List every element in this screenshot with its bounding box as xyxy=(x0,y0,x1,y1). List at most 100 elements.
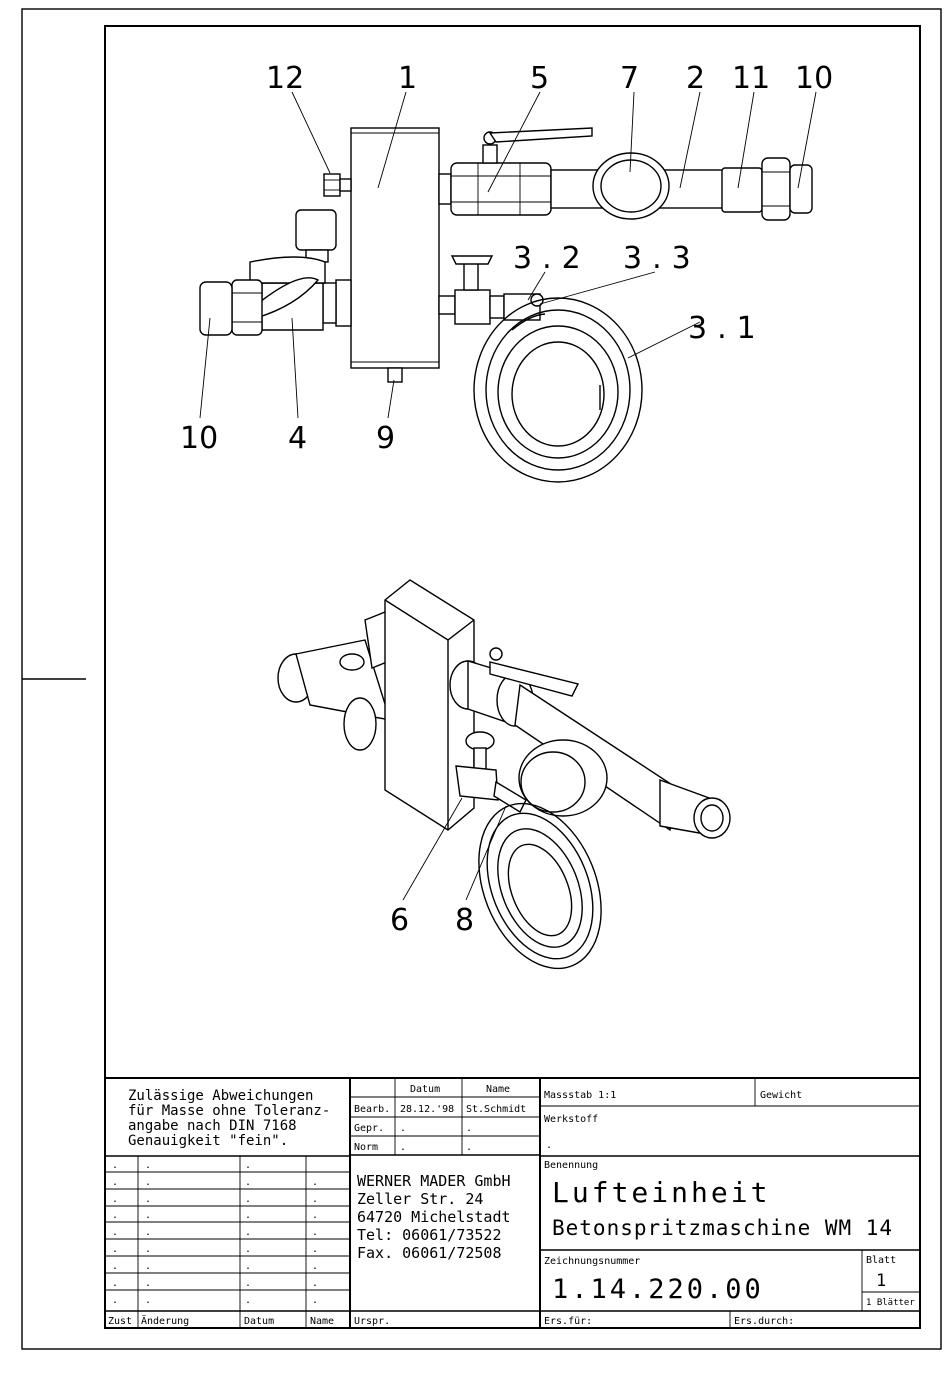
rev-dot: . xyxy=(145,1160,151,1171)
iso-ring xyxy=(518,739,608,817)
werkstoff-value: . xyxy=(546,1140,552,1151)
rev-dot: . xyxy=(145,1210,151,1221)
massstab-label: Massstab 1:1 xyxy=(544,1090,616,1101)
rev-dot: . xyxy=(245,1160,251,1171)
rev-dot: . xyxy=(245,1210,251,1221)
drawing-number: 1.14.220.00 xyxy=(552,1274,764,1305)
ring-part-7 xyxy=(592,152,670,220)
rev-dot: . xyxy=(312,1177,318,1188)
company-line-3: 64720 Michelstadt xyxy=(357,1208,511,1226)
nut-part-10-right xyxy=(761,157,791,221)
callout-3-2: 3.2 xyxy=(513,241,591,276)
housing-part-1 xyxy=(350,127,440,369)
top-view-assembly xyxy=(199,91,817,483)
rev-dot: . xyxy=(245,1295,251,1306)
callout-7: 7 xyxy=(620,61,639,96)
drain-part-9 xyxy=(387,367,403,383)
urspr-label: Urspr. xyxy=(354,1316,390,1327)
rev-dot: . xyxy=(112,1295,118,1306)
company-line-5: Fax. 06061/72508 xyxy=(357,1244,502,1262)
ers-fuer-label: Ers.für: xyxy=(544,1316,592,1327)
rev-dot: . xyxy=(112,1160,118,1171)
drawing-title-line-2: Betonspritzmaschine WM 14 xyxy=(552,1216,893,1240)
rev-dot: . xyxy=(145,1177,151,1188)
approval-bearb-name: St.Schmidt xyxy=(466,1104,526,1115)
rev-dot: . xyxy=(312,1278,318,1289)
fitting-part-12 xyxy=(323,173,341,197)
tolerance-line-3: angabe nach DIN 7168 xyxy=(128,1118,297,1134)
rev-header-datum: Datum xyxy=(244,1316,274,1327)
rev-dot: . xyxy=(145,1295,151,1306)
rev-dot: . xyxy=(112,1210,118,1221)
rev-dot: . xyxy=(145,1194,151,1205)
approval-table: Datum Name Bearb. 28.12.'98 St.Schmidt G… xyxy=(350,1078,540,1156)
drawing-title-line-1: Lufteinheit xyxy=(552,1176,770,1209)
rev-dot: . xyxy=(245,1278,251,1289)
rev-dot: . xyxy=(112,1244,118,1255)
approval-gepr-datum: . xyxy=(400,1123,406,1134)
zeichnungsnummer-label: Zeichnungsnummer xyxy=(544,1256,640,1267)
rev-dot: . xyxy=(245,1194,251,1205)
tolerance-line-1: Zulässige Abweichungen xyxy=(128,1088,313,1104)
inner-frame xyxy=(104,25,921,1329)
ers-durch-label: Ers.durch: xyxy=(734,1316,794,1327)
rev-dot: . xyxy=(145,1261,151,1272)
rev-dot: . xyxy=(145,1278,151,1289)
rev-dot: . xyxy=(145,1227,151,1238)
approval-row-norm: Norm xyxy=(354,1142,378,1153)
approval-bearb-datum: 28.12.'98 xyxy=(400,1104,454,1115)
title-block: Zulässige Abweichungen für Masse ohne To… xyxy=(105,1077,920,1328)
globe-valve-part-3-2 xyxy=(454,289,491,325)
callout-4: 4 xyxy=(288,421,307,456)
rev-dot: . xyxy=(245,1177,251,1188)
gewicht-label: Gewicht xyxy=(760,1090,802,1101)
rev-dot: . xyxy=(145,1244,151,1255)
approval-col-datum: Datum xyxy=(410,1084,440,1095)
callout-labels: 12 1 5 7 2 11 10 3.2 3.3 3.1 10 4 9 6 8 xyxy=(180,61,833,938)
callout-8: 8 xyxy=(455,903,474,938)
rev-header-name: Name xyxy=(310,1316,334,1327)
iso-housing xyxy=(384,579,475,831)
rev-dot: . xyxy=(112,1227,118,1238)
rev-header-zust: Zust xyxy=(108,1316,132,1327)
rev-dot: . xyxy=(112,1194,118,1205)
revision-table: . . . . . . . . . . . . . . . . . . . . … xyxy=(105,1155,350,1328)
rev-dot: . xyxy=(312,1295,318,1306)
company-line-1: WERNER MADER GmbH xyxy=(357,1172,511,1190)
tolerance-line-2: für Masse ohne Toleranz- xyxy=(128,1103,330,1119)
callout-12: 12 xyxy=(266,61,304,96)
rev-dot: . xyxy=(312,1194,318,1205)
blatt-label: Blatt xyxy=(866,1255,896,1266)
top-leader-lines xyxy=(199,91,817,419)
rev-dot: . xyxy=(112,1278,118,1289)
callout-3-3: 3.3 xyxy=(623,241,701,276)
callout-10-left: 10 xyxy=(180,421,218,456)
approval-col-name: Name xyxy=(486,1084,510,1095)
rev-dot: . xyxy=(112,1177,118,1188)
blaetter-label: 1 Blätter xyxy=(866,1298,915,1308)
callout-11: 11 xyxy=(732,61,770,96)
approval-row-gepr: Gepr. xyxy=(354,1123,384,1134)
callout-1: 1 xyxy=(398,61,417,96)
company-line-2: Zeller Str. 24 xyxy=(357,1190,483,1208)
rev-dot: . xyxy=(245,1261,251,1272)
rev-dot: . xyxy=(245,1227,251,1238)
approval-norm-datum: . xyxy=(400,1142,406,1153)
rev-dot: . xyxy=(112,1261,118,1272)
rev-dot: . xyxy=(312,1244,318,1255)
hose-coil-part-3-1 xyxy=(473,297,643,483)
callout-6: 6 xyxy=(390,903,409,938)
rev-dot: . xyxy=(245,1244,251,1255)
blatt-value: 1 xyxy=(876,1271,887,1291)
rev-dot: . xyxy=(312,1210,318,1221)
iso-hose-coil xyxy=(478,802,602,970)
tolerance-line-4: Genauigkeit "fein". xyxy=(128,1133,288,1149)
callout-3-1: 3.1 xyxy=(688,311,766,346)
rev-header-aenderung: Änderung xyxy=(141,1314,189,1327)
callout-2: 2 xyxy=(686,61,705,96)
callout-5: 5 xyxy=(530,61,549,96)
benennung-label: Benennung xyxy=(544,1160,598,1171)
callout-10-top: 10 xyxy=(795,61,833,96)
isometric-view-assembly xyxy=(277,579,731,970)
